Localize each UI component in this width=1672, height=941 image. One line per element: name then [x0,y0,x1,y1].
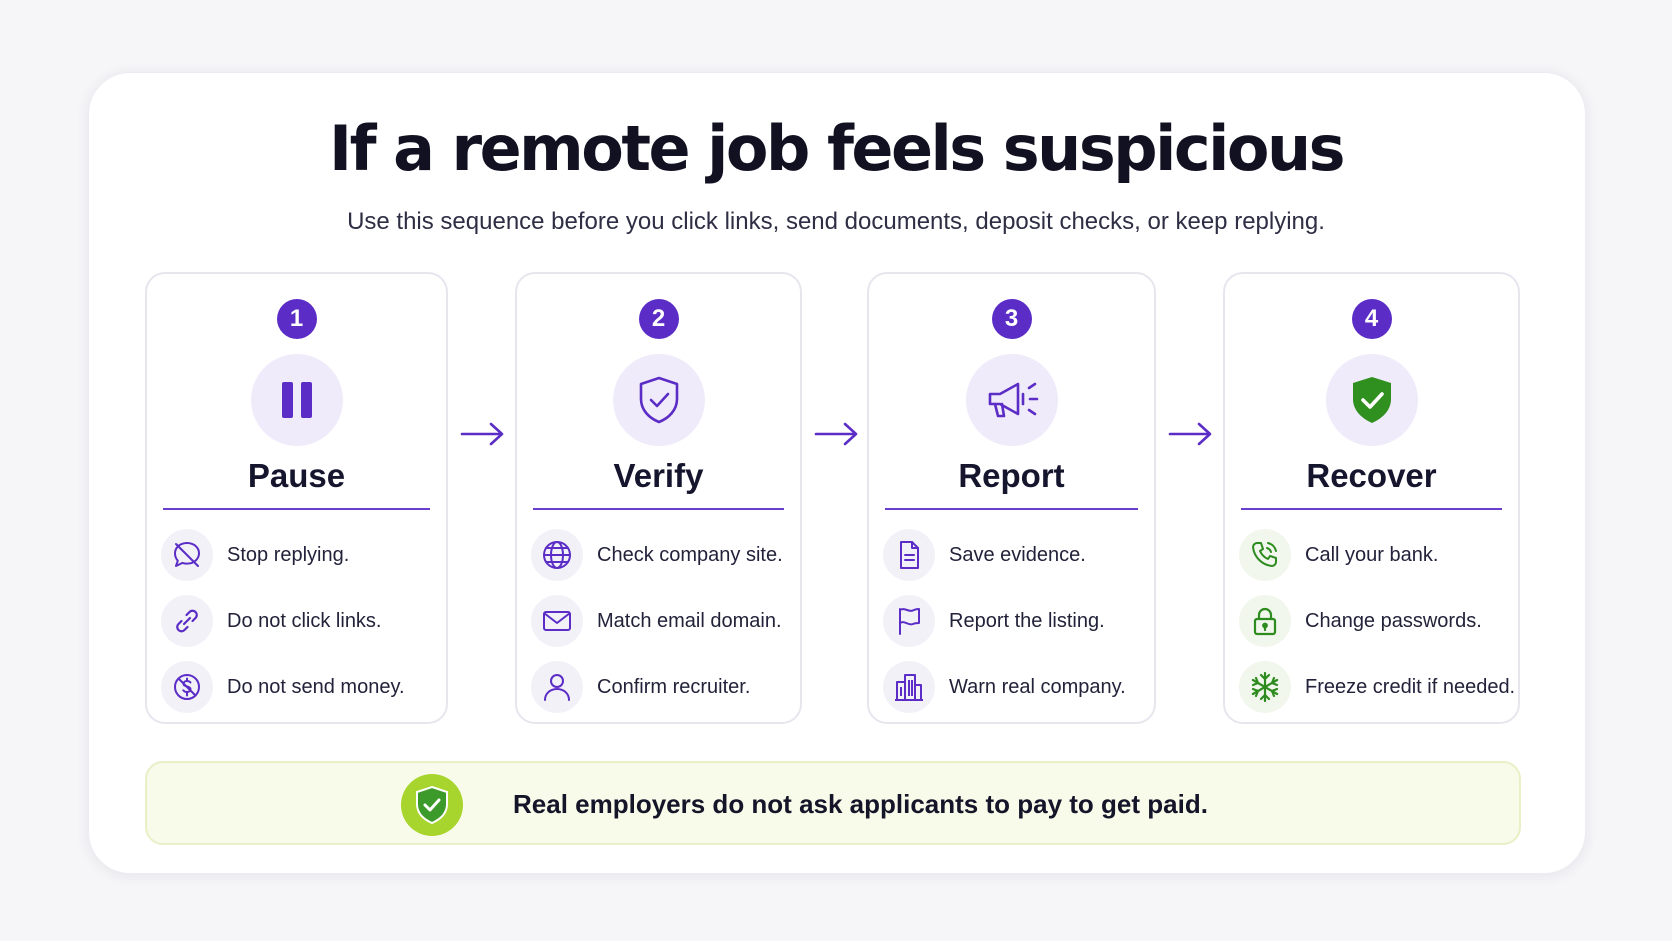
step-title: Recover [1306,457,1437,494]
item-label: Stop replying. [227,543,350,566]
item-label: Check company site. [597,543,783,566]
step-card-pause: 1 Pause Stop replying. [145,272,448,724]
envelope-icon [531,595,583,647]
step-divider [1241,508,1502,510]
snowflake-icon [1239,661,1291,713]
shield-check-icon [401,774,463,836]
tip-banner: Real employers do not ask applicants to … [145,761,1521,845]
step-number-badge: 3 [991,299,1032,339]
step-title: Pause [247,457,346,494]
list-item: Save evidence. [883,522,1146,588]
globe-icon [531,529,583,581]
item-label: Warn real company. [949,675,1126,698]
arrow-right-icon [1168,422,1212,446]
step-card-verify: 2 Verify Check company site. [515,272,802,724]
no-chat-icon [161,529,213,581]
step-divider [533,508,784,510]
list-item: Stop replying. [161,522,438,588]
tip-text: Real employers do not ask applicants to … [513,789,1208,819]
page-subtitle: Use this sequence before you click links… [347,208,1325,235]
step-number-badge: 4 [1351,299,1392,339]
step-title: Report [958,457,1065,494]
item-label: Match email domain. [597,609,782,632]
item-label: Do not click links. [227,609,382,632]
document-icon [883,529,935,581]
item-label: Change passwords. [1305,609,1482,632]
page-title: If a remote job feels suspicious [329,112,1346,185]
item-label: Save evidence. [949,543,1086,566]
step-card-recover: 4 Recover Call your bank. [1223,272,1520,724]
item-label: Confirm recruiter. [597,675,751,698]
list-item: Warn real company. [883,654,1146,720]
item-label: Freeze credit if needed. [1305,675,1516,698]
link-icon [161,595,213,647]
item-label: Do not send money. [227,675,405,698]
list-item: Do not send money. [161,654,438,720]
step-number-badge: 2 [638,299,679,339]
list-item: Match email domain. [531,588,792,654]
lock-icon [1239,595,1291,647]
phone-icon [1239,529,1291,581]
person-icon [531,661,583,713]
step-items: Stop replying. Do not click links. [161,522,438,720]
pause-icon [250,354,343,446]
flag-icon [883,595,935,647]
step-items: Call your bank. Change passwords. [1239,522,1515,720]
building-icon [883,661,935,713]
green-shield-check-icon [1325,354,1418,446]
step-items: Check company site. Match email domain. … [531,522,792,720]
step-divider [885,508,1138,510]
list-item: Change passwords. [1239,588,1510,654]
arrow-right-icon [814,422,858,446]
list-item: Report the listing. [883,588,1146,654]
list-item: Confirm recruiter. [531,654,792,720]
list-item: Do not click links. [161,588,438,654]
item-label: Report the listing. [949,609,1105,632]
megaphone-icon [965,354,1058,446]
item-label: Call your bank. [1305,543,1439,566]
shield-check-icon [612,354,705,446]
list-item: Call your bank. [1239,522,1510,588]
list-item: Check company site. [531,522,792,588]
list-item: Freeze credit if needed. [1239,654,1515,720]
no-money-icon [161,661,213,713]
arrow-right-icon [460,422,504,446]
step-card-report: 3 Report Save evidence. [867,272,1156,724]
step-divider [163,508,430,510]
step-items: Save evidence. Report the listing. [883,522,1146,720]
step-number-badge: 1 [276,299,317,339]
step-title: Verify [613,457,704,494]
